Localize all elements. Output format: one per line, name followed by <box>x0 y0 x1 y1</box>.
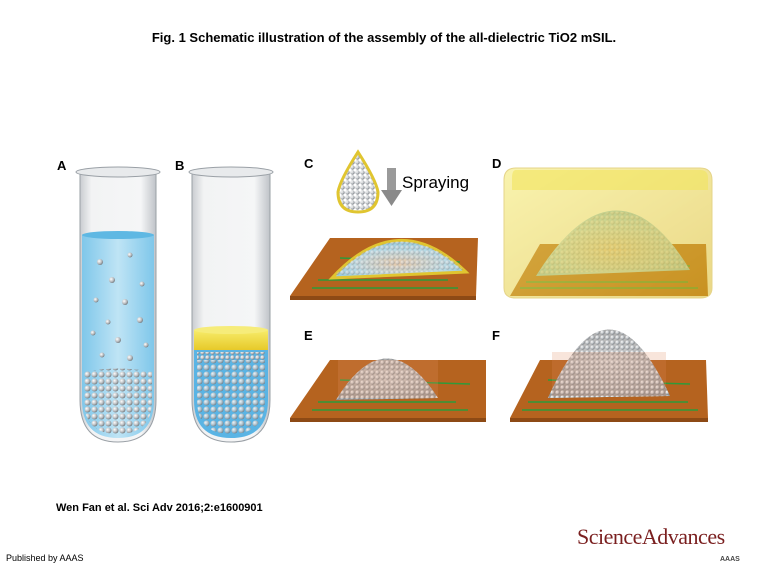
aaas-logo: AAAS <box>720 556 740 563</box>
panel-label-b: B <box>175 158 184 173</box>
panel-label-d: D <box>492 156 501 171</box>
substrate-c <box>290 238 478 300</box>
publisher-note: Published by AAAS <box>6 553 84 563</box>
down-arrow-icon <box>381 168 402 206</box>
panel-label-a: A <box>57 158 67 173</box>
droplet-icon <box>336 149 380 214</box>
substrate-e <box>290 358 486 422</box>
test-tube-b <box>188 166 274 443</box>
panel-label-c: C <box>304 156 314 171</box>
panel-label-e: E <box>304 328 313 343</box>
figure-title: Fig. 1 Schematic illustration of the ass… <box>151 30 617 45</box>
spraying-label: Spraying <box>402 173 469 192</box>
citation: Wen Fan et al. Sci Adv 2016;2:e1600901 <box>56 502 263 514</box>
panel-label-f: F <box>492 328 500 343</box>
test-tube-a <box>75 166 161 443</box>
substrate-f <box>510 329 708 422</box>
science-advances-logo: ScienceAdvances <box>577 524 725 549</box>
mold-box-d <box>503 167 713 299</box>
